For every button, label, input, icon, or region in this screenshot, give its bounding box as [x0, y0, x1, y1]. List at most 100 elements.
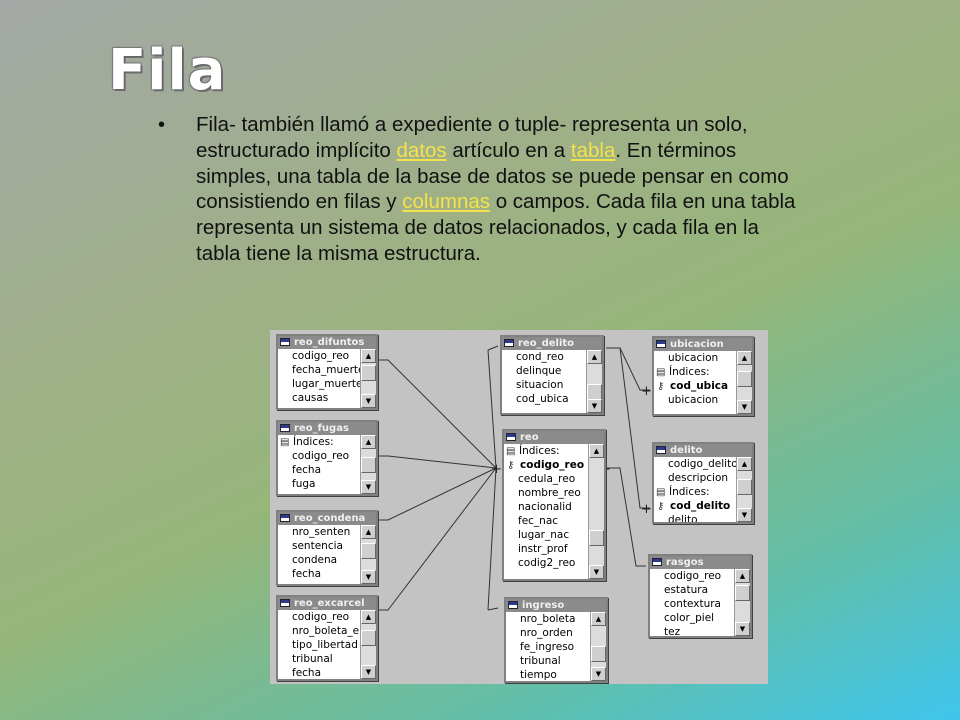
field-row[interactable]: tribunal	[520, 655, 561, 667]
field-row[interactable]: nombre_reo	[518, 487, 581, 499]
link-datos[interactable]: datos	[396, 138, 447, 162]
scroll-up-icon[interactable]: ▲	[361, 435, 376, 449]
scroll-thumb[interactable]	[591, 646, 606, 662]
table-rasgos[interactable]: rasgos codigo_reo estatura contextura co…	[648, 554, 752, 638]
scrollbar[interactable]: ▲▼	[360, 349, 376, 408]
field-row[interactable]: nro_orden	[520, 627, 573, 639]
field-row[interactable]: color_piel	[664, 612, 715, 624]
scroll-down-icon[interactable]: ▼	[589, 565, 604, 579]
field-row[interactable]: sentencia	[292, 540, 343, 552]
table-reo-delito[interactable]: reo_delito cond_reo delinque situacion c…	[500, 335, 604, 415]
table-ubicacion[interactable]: ubicacion ubicacion ▤Índices: ⚷cod_ubica…	[652, 336, 754, 416]
table-header[interactable]: reo_excarcel	[278, 597, 376, 610]
field-row[interactable]: codigo_reo	[292, 450, 350, 462]
scroll-thumb[interactable]	[737, 371, 752, 387]
table-header[interactable]: reo_difuntos	[278, 336, 376, 349]
field-row[interactable]: contextura	[664, 598, 721, 610]
table-header[interactable]: reo_fugas	[278, 422, 376, 435]
field-row[interactable]: fec_nac	[518, 515, 559, 527]
primary-key-row[interactable]: ⚷cod_ubica	[654, 379, 737, 393]
scroll-down-icon[interactable]: ▼	[361, 570, 376, 584]
table-reo-condena[interactable]: reo_condena nro_senten sentencia condena…	[276, 510, 378, 586]
scroll-down-icon[interactable]: ▼	[587, 399, 602, 413]
scrollbar[interactable]: ▲▼	[734, 569, 750, 636]
scroll-down-icon[interactable]: ▼	[737, 508, 752, 522]
table-reo[interactable]: reo ▤Índices: ⚷codigo_reo cedula_reo nom…	[502, 429, 606, 581]
scroll-thumb[interactable]	[361, 543, 376, 559]
scroll-down-icon[interactable]: ▼	[735, 622, 750, 636]
field-row[interactable]: tiempo	[520, 669, 557, 681]
table-ingreso[interactable]: ingreso nro_boleta nro_orden fe_ingreso …	[504, 597, 608, 683]
table-header[interactable]: rasgos	[650, 556, 750, 569]
table-reo-fugas[interactable]: reo_fugas ▤Índices: codigo_reo fecha fug…	[276, 420, 378, 496]
primary-key-row[interactable]: ⚷codigo_reo	[504, 458, 589, 472]
field-row[interactable]: tez	[664, 626, 681, 636]
field-row[interactable]: codigo_reo	[664, 570, 722, 582]
table-header[interactable]: delito	[654, 444, 752, 457]
scroll-down-icon[interactable]: ▼	[361, 665, 376, 679]
field-row[interactable]: tribunal	[292, 653, 333, 665]
scroll-down-icon[interactable]: ▼	[737, 400, 752, 414]
scroll-up-icon[interactable]: ▲	[591, 612, 606, 626]
field-row[interactable]: lugar_muerte	[292, 378, 361, 390]
field-row[interactable]: situacion	[516, 379, 564, 391]
scroll-thumb[interactable]	[587, 384, 602, 400]
scroll-up-icon[interactable]: ▲	[737, 457, 752, 471]
field-row[interactable]: codigo_delito	[668, 458, 737, 470]
field-row[interactable]: estatura	[664, 584, 709, 596]
primary-key-row[interactable]: ⚷cod_delito	[654, 499, 737, 513]
table-header[interactable]: reo	[504, 431, 604, 444]
scroll-up-icon[interactable]: ▲	[361, 525, 376, 539]
field-row[interactable]: cedula_reo	[518, 473, 576, 485]
table-delito[interactable]: delito codigo_delito descripcion ▤Índice…	[652, 442, 754, 524]
scroll-down-icon[interactable]: ▼	[591, 667, 606, 681]
scroll-down-icon[interactable]: ▼	[361, 480, 376, 494]
scroll-down-icon[interactable]: ▼	[361, 394, 376, 408]
field-row[interactable]: fecha	[292, 667, 322, 679]
table-reo-difuntos[interactable]: reo_difuntos codigo_reo fecha_muerte lug…	[276, 334, 378, 410]
scroll-up-icon[interactable]: ▲	[587, 350, 602, 364]
index-row[interactable]: ▤Índices:	[278, 435, 361, 449]
field-row[interactable]: causas	[292, 392, 329, 404]
field-row[interactable]: nro_senten	[292, 526, 351, 538]
table-reo-excarcel[interactable]: reo_excarcel codigo_reo nro_boleta_e tip…	[276, 595, 378, 681]
table-header[interactable]: reo_delito	[502, 337, 602, 350]
field-row[interactable]: cond_reo	[516, 351, 564, 363]
scrollbar[interactable]: ▲▼	[360, 525, 376, 584]
field-row[interactable]: codigo_reo	[292, 350, 350, 362]
field-row[interactable]: descripcion	[668, 472, 729, 484]
scroll-thumb[interactable]	[589, 530, 604, 546]
field-row[interactable]: ubicacion	[668, 394, 719, 406]
table-header[interactable]: reo_condena	[278, 512, 376, 525]
scrollbar[interactable]: ▲▼	[736, 351, 752, 414]
scroll-thumb[interactable]	[735, 585, 750, 601]
scroll-up-icon[interactable]: ▲	[735, 569, 750, 583]
scroll-up-icon[interactable]: ▲	[361, 610, 376, 624]
scroll-thumb[interactable]	[737, 479, 752, 495]
field-row[interactable]: nro_boleta_e	[292, 625, 360, 637]
field-row[interactable]: nro_boleta	[520, 613, 576, 625]
scrollbar[interactable]: ▲▼	[590, 612, 606, 681]
field-row[interactable]: codigo_reo	[292, 611, 350, 623]
scroll-thumb[interactable]	[361, 457, 376, 473]
scroll-thumb[interactable]	[361, 630, 376, 646]
table-header[interactable]: ingreso	[506, 599, 606, 612]
scroll-up-icon[interactable]: ▲	[589, 444, 604, 458]
table-header[interactable]: ubicacion	[654, 338, 752, 351]
field-row[interactable]: delito	[668, 514, 698, 522]
field-row[interactable]: cod_ubica	[516, 393, 569, 405]
link-tabla[interactable]: tabla	[570, 138, 616, 162]
index-row[interactable]: ▤Índices:	[504, 444, 589, 458]
scroll-thumb[interactable]	[361, 365, 376, 381]
field-row[interactable]: fecha	[292, 464, 322, 476]
field-row[interactable]: lugar_nac	[518, 529, 570, 541]
scroll-up-icon[interactable]: ▲	[737, 351, 752, 365]
scroll-up-icon[interactable]: ▲	[361, 349, 376, 363]
field-row[interactable]: nacionalid	[518, 501, 572, 513]
field-row[interactable]: condena	[292, 554, 338, 566]
link-columnas[interactable]: columnas	[402, 190, 491, 214]
field-row[interactable]: instr_prof	[518, 543, 568, 555]
index-row[interactable]: ▤Índices:	[654, 365, 737, 379]
field-row[interactable]: fecha_muerte	[292, 364, 361, 376]
field-row[interactable]: fuga	[292, 478, 316, 490]
